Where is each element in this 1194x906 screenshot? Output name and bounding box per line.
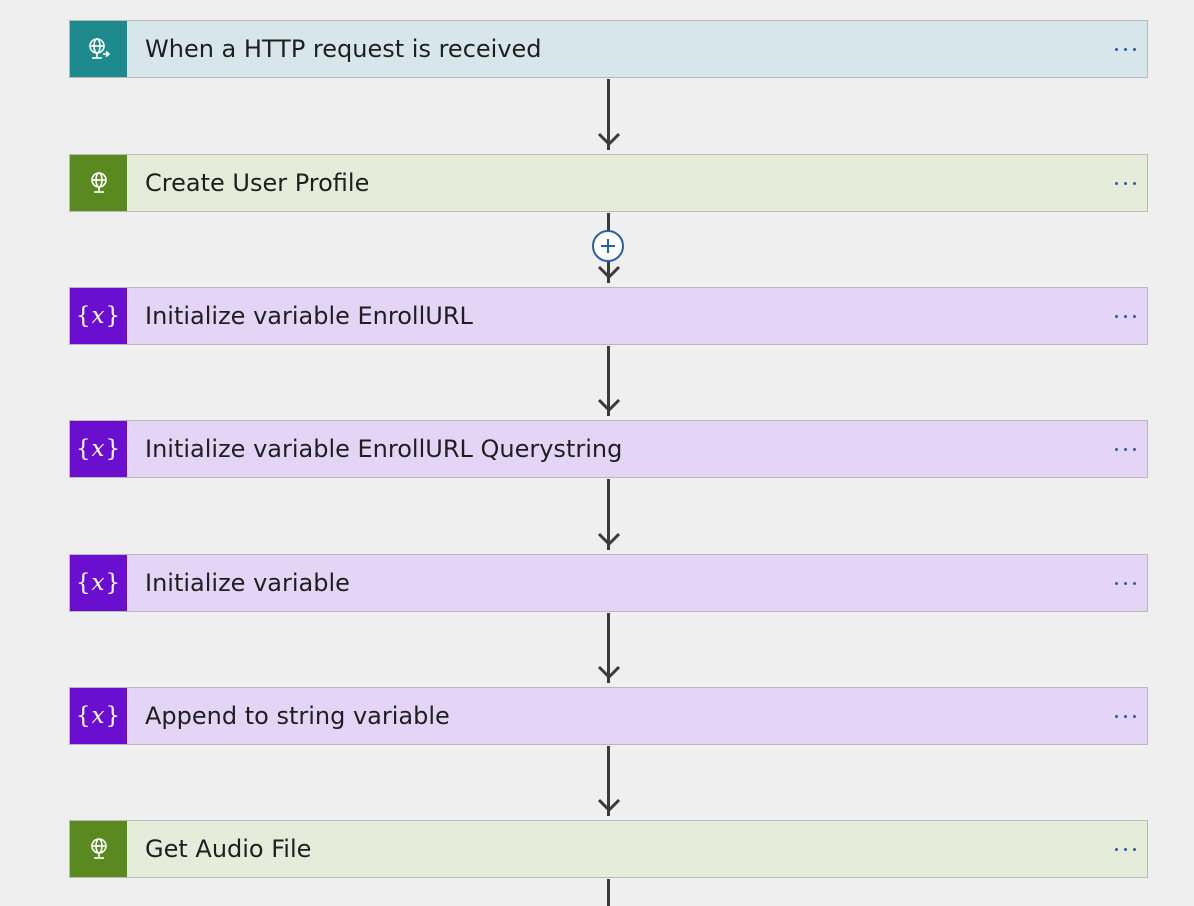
connector-arrow (597, 346, 621, 420)
step-http-request-trigger[interactable]: When a HTTP request is received (69, 20, 1148, 78)
variable-icon: {x} (70, 688, 127, 744)
connector-line (597, 879, 621, 906)
more-options-button[interactable] (1103, 688, 1147, 744)
more-options-icon (1114, 714, 1136, 718)
connector-arrow (597, 79, 621, 154)
add-step-icon (601, 239, 615, 253)
more-options-icon (1114, 447, 1136, 451)
connector-arrow (597, 479, 621, 554)
step-title: Get Audio File (145, 835, 312, 863)
more-options-icon (1114, 581, 1136, 585)
more-options-icon (1114, 47, 1136, 51)
more-options-button[interactable] (1103, 555, 1147, 611)
http-request-trigger-icon (70, 21, 127, 77)
more-options-button[interactable] (1103, 288, 1147, 344)
more-options-button[interactable] (1103, 821, 1147, 877)
http-globe-icon (70, 821, 127, 877)
step-title: Append to string variable (145, 702, 450, 730)
step-append-to-string-variable[interactable]: {x} Append to string variable (69, 687, 1148, 745)
step-initialize-variable[interactable]: {x} Initialize variable (69, 554, 1148, 612)
more-options-icon (1114, 181, 1136, 185)
http-globe-icon (70, 155, 127, 211)
step-create-user-profile[interactable]: Create User Profile (69, 154, 1148, 212)
variable-icon: {x} (70, 421, 127, 477)
step-title: Initialize variable EnrollURL Querystrin… (145, 435, 623, 463)
more-options-icon (1114, 847, 1136, 851)
step-initialize-variable-enrollurl-querystring[interactable]: {x} Initialize variable EnrollURL Querys… (69, 420, 1148, 478)
more-options-icon (1114, 314, 1136, 318)
connector-arrow (597, 746, 621, 820)
step-get-audio-file[interactable]: Get Audio File (69, 820, 1148, 878)
variable-icon: {x} (70, 288, 127, 344)
more-options-button[interactable] (1103, 21, 1147, 77)
step-title: Initialize variable (145, 569, 350, 597)
step-title: When a HTTP request is received (145, 35, 542, 63)
insert-step-button[interactable] (592, 230, 624, 262)
variable-icon: {x} (70, 555, 127, 611)
more-options-button[interactable] (1103, 155, 1147, 211)
step-title: Create User Profile (145, 169, 370, 197)
step-title: Initialize variable EnrollURL (145, 302, 473, 330)
more-options-button[interactable] (1103, 421, 1147, 477)
step-initialize-variable-enrollurl[interactable]: {x} Initialize variable EnrollURL (69, 287, 1148, 345)
connector-arrow (597, 613, 621, 687)
